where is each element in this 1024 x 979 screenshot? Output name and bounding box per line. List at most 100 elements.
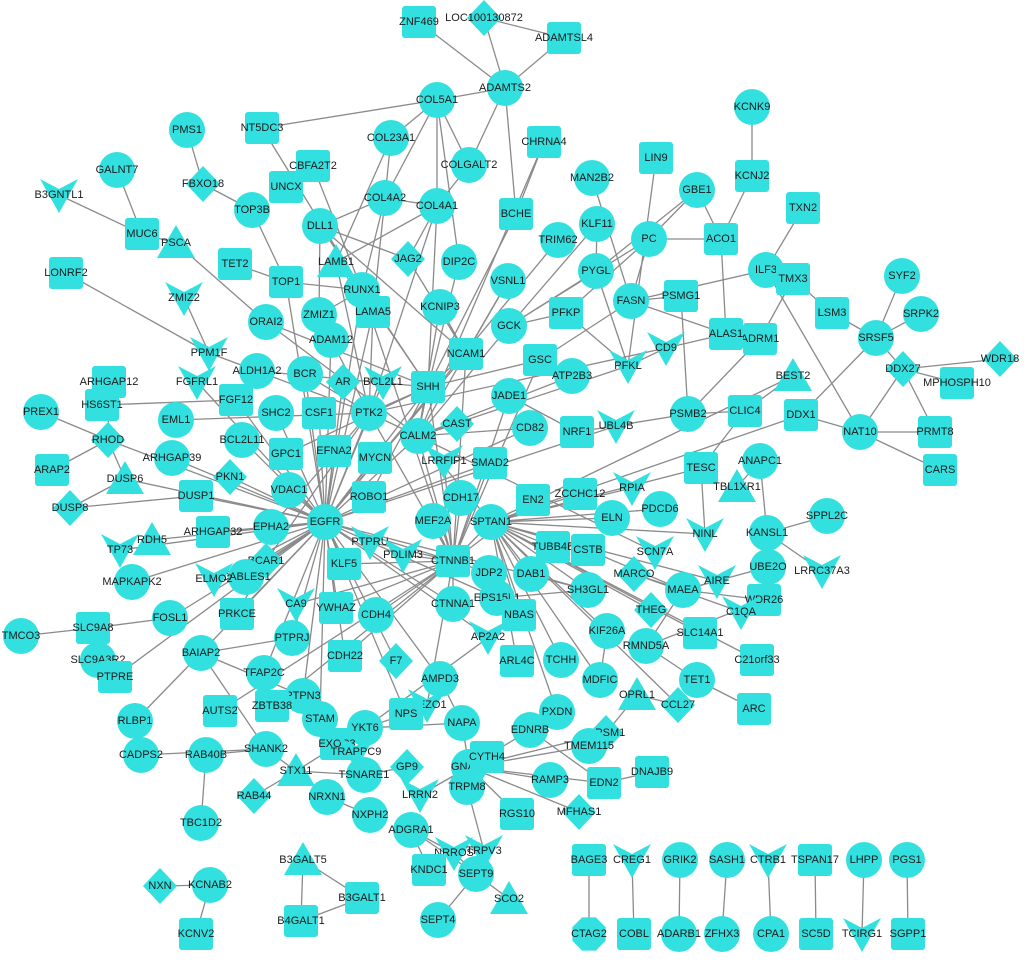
- node-kndc1[interactable]: KNDC1: [410, 854, 448, 886]
- node-sppl2c[interactable]: SPPL2C: [806, 498, 848, 534]
- node-ctnna1[interactable]: CTNNA1: [431, 586, 475, 622]
- node-lrrc37a3[interactable]: LRRC37A3: [794, 555, 850, 589]
- node-ptprj[interactable]: PTPRJ: [274, 620, 310, 656]
- node-lamb1[interactable]: LAMB1: [317, 244, 355, 277]
- node-nxph2[interactable]: NXPH2: [352, 797, 389, 833]
- node-egfr[interactable]: EGFR: [307, 504, 343, 540]
- node-pdlim3[interactable]: PDLIM3: [383, 539, 423, 573]
- node-cdh4[interactable]: CDH4: [358, 597, 394, 633]
- node-tspan17[interactable]: TSPAN17: [791, 844, 839, 876]
- node-fosl1[interactable]: FOSL1: [152, 600, 188, 636]
- node-ptk2[interactable]: PTK2: [351, 395, 387, 431]
- node-pc[interactable]: PC: [631, 221, 667, 257]
- node-sgpp1[interactable]: SGPP1: [890, 918, 927, 950]
- node-tubb4b[interactable]: TUBB4B: [532, 531, 575, 563]
- node-dnajb9[interactable]: DNAJB9: [631, 756, 673, 788]
- node-ctag2[interactable]: CTAG2: [571, 917, 607, 951]
- node-kif26a[interactable]: KIF26A: [589, 613, 626, 649]
- node-rlbp1[interactable]: RLBP1: [117, 703, 153, 739]
- node-psmb2[interactable]: PSMB2: [669, 396, 707, 432]
- node-ednrb[interactable]: EDNRB: [511, 712, 550, 748]
- node-edn2[interactable]: EDN2: [587, 767, 621, 799]
- node-fbxo18[interactable]: FBXO18: [182, 166, 224, 202]
- node-uncx[interactable]: UNCX: [269, 171, 303, 203]
- node-calm2[interactable]: CALM2: [400, 418, 437, 454]
- node-cars[interactable]: CARS: [923, 454, 957, 486]
- node-ppm1f[interactable]: PPM1F: [190, 337, 228, 371]
- node-theg[interactable]: THEG: [634, 592, 668, 628]
- node-adam12[interactable]: ADAM12: [309, 322, 353, 358]
- node-cadps2[interactable]: CADPS2: [119, 737, 163, 773]
- node-hs6st1[interactable]: HS6ST1: [81, 389, 123, 421]
- node-jade1[interactable]: JADE1: [491, 378, 527, 414]
- node-aire[interactable]: AIRE: [698, 565, 736, 599]
- node-efna2[interactable]: EFNA2: [316, 435, 352, 467]
- node-gck[interactable]: GCK: [491, 308, 527, 344]
- node-top1[interactable]: TOP1: [269, 266, 303, 298]
- node-sptan1[interactable]: SPTAN1: [470, 504, 512, 540]
- node-napa[interactable]: NAPA: [444, 705, 480, 741]
- node-bage3[interactable]: BAGE3: [571, 844, 608, 876]
- node-cyth4[interactable]: CYTH4: [469, 741, 505, 773]
- node-ca9[interactable]: CA9: [277, 588, 315, 622]
- node-eml1[interactable]: EML1: [158, 402, 194, 438]
- node-tbl1xr1[interactable]: TBL1XR1: [713, 469, 761, 502]
- node-shc2[interactable]: SHC2: [258, 395, 294, 431]
- node-c21orf33[interactable]: C21orf33: [734, 644, 780, 676]
- node-en2[interactable]: EN2: [516, 484, 550, 516]
- node-gsc[interactable]: GSC: [523, 344, 557, 376]
- node-lrrn2[interactable]: LRRN2: [401, 779, 439, 813]
- node-cdh17[interactable]: CDH17: [443, 480, 479, 516]
- node-slc14a1[interactable]: SLC14A1: [676, 617, 724, 649]
- node-auts2[interactable]: AUTS2: [202, 695, 238, 727]
- node-arhgap32[interactable]: ARHGAP32: [184, 516, 243, 548]
- node-trim62[interactable]: TRIM62: [538, 222, 578, 258]
- node-anapc1[interactable]: ANAPC1: [738, 443, 782, 479]
- node-f7[interactable]: F7: [379, 643, 413, 679]
- node-muc6[interactable]: MUC6: [125, 218, 159, 250]
- node-lsm3[interactable]: LSM3: [815, 297, 849, 329]
- node-ubl4b[interactable]: UBL4B: [597, 410, 635, 444]
- node-grik2[interactable]: GRIK2: [662, 842, 698, 878]
- node-tmem115[interactable]: TMEM115: [564, 728, 614, 764]
- node-pfkp[interactable]: PFKP: [549, 297, 583, 329]
- node-cstb[interactable]: CSTB: [571, 534, 605, 566]
- node-rmnd5a[interactable]: RMND5A: [623, 628, 670, 664]
- node-arap2[interactable]: ARAP2: [34, 454, 70, 486]
- node-ramp3[interactable]: RAMP3: [531, 762, 569, 798]
- node-mef2a[interactable]: MEF2A: [415, 503, 452, 539]
- node-dab1[interactable]: DAB1: [513, 556, 549, 592]
- node-dip2c[interactable]: DIP2C: [441, 244, 477, 280]
- node-b4galt1[interactable]: B4GALT1: [277, 905, 325, 937]
- node-lama5[interactable]: LAMA5: [355, 296, 391, 328]
- node-tcirg1[interactable]: TCIRG1: [842, 918, 882, 952]
- node-oprl1[interactable]: OPRL1: [618, 677, 656, 710]
- node-sept9[interactable]: SEPT9: [458, 856, 494, 892]
- node-tchh[interactable]: TCHH: [543, 642, 579, 678]
- node-trpm8[interactable]: TRPM8: [448, 769, 486, 805]
- node-dusp8[interactable]: DUSP8: [52, 490, 89, 526]
- node-man2b2[interactable]: MAN2B2: [570, 160, 614, 196]
- node-sh3gl1[interactable]: SH3GL1: [567, 572, 609, 608]
- node-ptpru[interactable]: PTPRU: [351, 526, 389, 560]
- node-prkce[interactable]: PRKCE: [218, 598, 256, 630]
- node-rab44[interactable]: RAB44: [237, 778, 272, 814]
- node-stx11[interactable]: STX11: [277, 753, 315, 786]
- node-nps[interactable]: NPS: [389, 698, 423, 730]
- node-rhod[interactable]: RHOD: [91, 422, 125, 458]
- node-bche[interactable]: BCHE: [499, 198, 533, 230]
- node-b3gntl1[interactable]: B3GNTL1: [35, 179, 84, 213]
- node-fgf12[interactable]: FGF12: [219, 384, 253, 416]
- node-ctnnb1[interactable]: CTNNB1: [431, 545, 475, 577]
- node-rpia[interactable]: RPIA: [613, 472, 651, 506]
- node-galnt7[interactable]: GALNT7: [96, 152, 139, 188]
- node-ywhaz[interactable]: YWHAZ: [316, 592, 356, 624]
- node-aco1[interactable]: ACO1: [704, 223, 738, 255]
- node-txn2[interactable]: TXN2: [786, 192, 820, 224]
- node-adamtsl4[interactable]: ADAMTSL4: [535, 22, 593, 54]
- node-psca[interactable]: PSCA: [157, 225, 195, 258]
- node-dusp6[interactable]: DUSP6: [106, 461, 144, 494]
- node-syf2[interactable]: SYF2: [884, 258, 920, 294]
- node-dusp1[interactable]: DUSP1: [178, 480, 215, 512]
- node-arhgap39[interactable]: ARHGAP39: [143, 440, 202, 476]
